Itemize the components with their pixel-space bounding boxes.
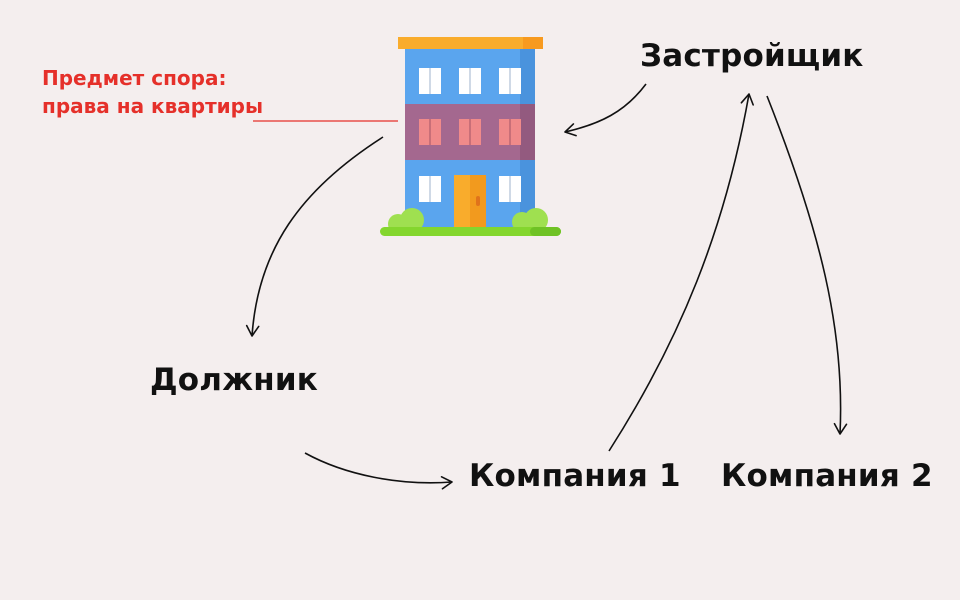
node-developer: Застройщик	[640, 38, 864, 74]
dispute-subject-line-1: Предмет спора:	[42, 66, 227, 90]
node-company-2: Компания 2	[721, 458, 933, 494]
arrow-developer-to-building	[564, 83, 647, 137]
arrow-debtor-to-company1	[304, 452, 453, 490]
dispute-subject-label: Предмет спора: права на квартиры	[42, 64, 263, 120]
dispute-subject-line-2: права на квартиры	[42, 94, 264, 118]
arrow-building-to-debtor	[245, 136, 384, 337]
arrow-company1-to-developer	[608, 93, 754, 452]
arrow-developer-to-company2	[766, 95, 848, 435]
node-company-1: Компания 1	[469, 458, 681, 494]
node-debtor: Должник	[150, 362, 319, 398]
